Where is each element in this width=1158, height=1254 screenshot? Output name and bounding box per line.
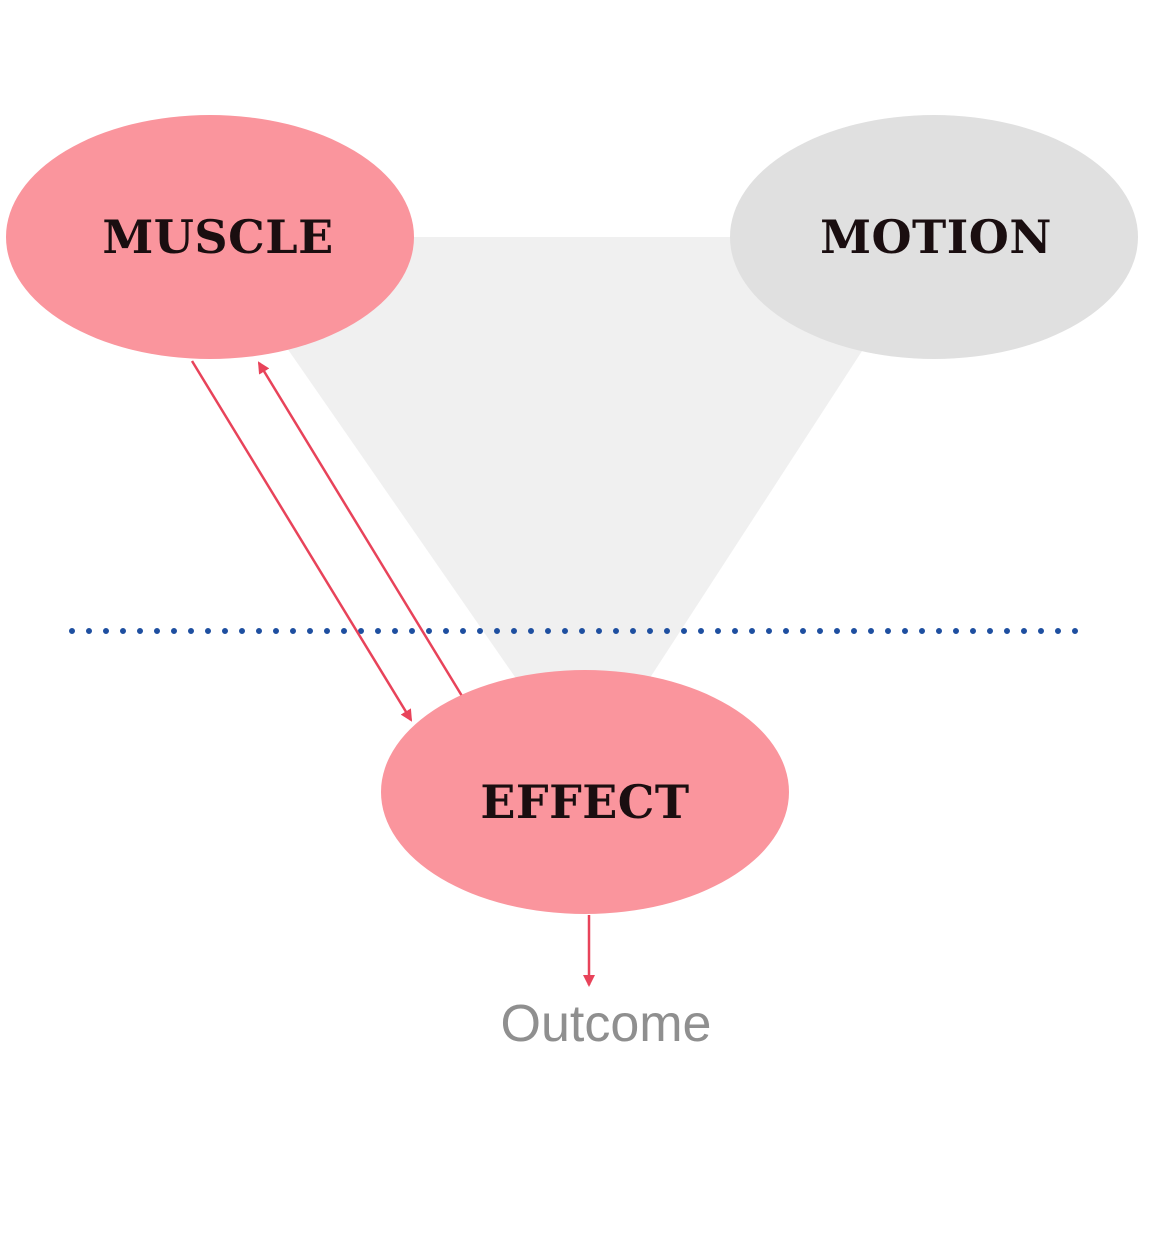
- node-effect: EFFECT: [381, 670, 789, 914]
- effect-ellipse: [381, 670, 789, 914]
- muscle-ellipse: [6, 115, 414, 359]
- background-triangle: [210, 237, 936, 778]
- node-muscle: MUSCLE: [6, 115, 414, 359]
- outcome-label: Outcome: [501, 995, 712, 1053]
- muscle-label: MUSCLE: [102, 210, 333, 264]
- effect-label: EFFECT: [480, 775, 689, 829]
- motion-ellipse: [730, 115, 1138, 359]
- arrow-muscle-to-effect: [190, 360, 413, 722]
- motion-label: MOTION: [820, 210, 1052, 264]
- arrow-effect-to-muscle: [257, 361, 464, 697]
- node-motion: MOTION: [730, 115, 1138, 359]
